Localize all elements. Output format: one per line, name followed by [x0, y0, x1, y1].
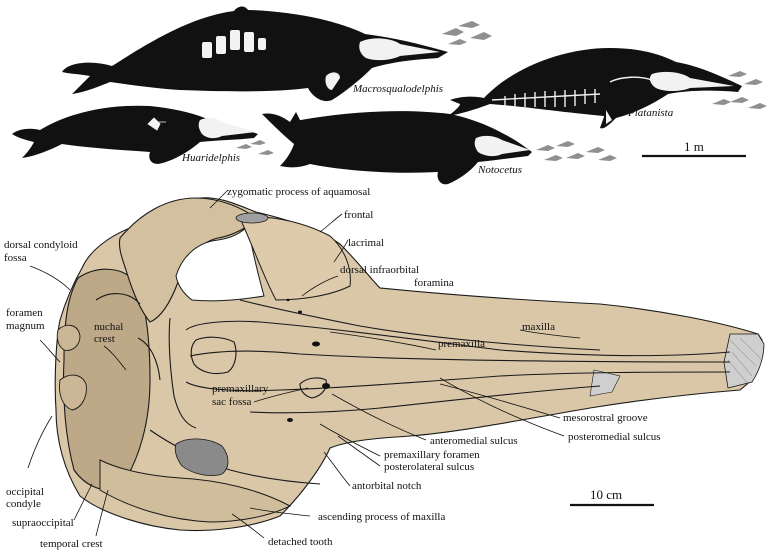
huaridelphis-silhouette	[12, 105, 258, 164]
label-platanista: Platanista	[627, 107, 674, 119]
label-dorsal-condyloid-1: dorsal condyloid	[4, 239, 78, 251]
label-occipital-1: occipital	[6, 486, 44, 498]
label-zygomatic: zygomatic process of aquamosal	[227, 186, 370, 198]
premaxilla-outline-lower	[185, 371, 731, 392]
label-temporal: temporal crest	[40, 538, 103, 550]
scale-bar-1m-label: 1 m	[684, 139, 704, 154]
label-antorbital: antorbital notch	[352, 480, 422, 492]
label-premaxillary-sac-1: premaxillary	[212, 383, 269, 395]
label-frontal: frontal	[344, 209, 373, 221]
notocetus-silhouette	[262, 111, 532, 185]
label-maxilla: maxilla	[522, 321, 555, 333]
foramina-dots	[286, 298, 330, 422]
frontal-lobe	[239, 216, 351, 301]
label-supraoccipital: supraoccipital	[12, 517, 74, 529]
label-occipital-2: condyle	[6, 498, 41, 510]
label-premaxilla: premaxilla	[438, 338, 485, 350]
label-dorsal-condyloid-2: fossa	[4, 252, 27, 264]
macrosqualodelphis-silhouette	[62, 6, 448, 102]
fish-school-platanista	[712, 71, 767, 109]
label-macrosqualodelphis: Macrosqualodelphis	[352, 83, 443, 95]
skull-panel: zygomatic process of aquamosal frontal l…	[4, 186, 765, 550]
scale-bar-10cm-label: 10 cm	[590, 487, 622, 502]
fish-school-huaridelphis	[236, 140, 274, 155]
scale-bar-1m: 1 m	[642, 139, 746, 158]
label-posteromedial: posteromedial sulcus	[568, 431, 661, 443]
label-foramen-magnum-2: magnum	[6, 320, 45, 332]
label-notocetus: Notocetus	[477, 164, 522, 176]
label-leaders	[27, 189, 581, 539]
label-premaxillary-foramen: premaxillary foramen	[384, 449, 480, 461]
frontal-cap	[235, 212, 269, 224]
label-foramen-magnum-1: foramen	[6, 307, 43, 319]
label-dorsal-infraorbital-2: foramina	[414, 277, 454, 289]
label-nuchal-2: crest	[94, 333, 115, 345]
rostrum-tip-reconstructed	[723, 333, 765, 389]
lower-orbit	[99, 459, 292, 523]
label-nuchal-1: nuchal	[94, 321, 123, 333]
occipital-condyle	[59, 374, 87, 411]
fish-school-macro	[442, 21, 492, 45]
temporal-fossa	[175, 224, 265, 302]
label-mesorostral: mesorostral groove	[563, 412, 648, 424]
scale-bar-10cm: 10 cm	[570, 487, 654, 507]
label-huaridelphis: Huaridelphis	[181, 152, 240, 164]
label-lacrimal: lacrimal	[348, 237, 384, 249]
platanista-silhouette	[448, 48, 742, 129]
reconstruction-panel: Macrosqualodelphis Platanista	[12, 6, 767, 185]
label-posterolateral: posterolateral sulcus	[384, 461, 474, 473]
label-anteromedial: anteromedial sulcus	[430, 435, 518, 447]
label-premaxillary-sac-2: sac fossa	[212, 396, 252, 408]
label-detached-tooth: detached tooth	[268, 536, 333, 548]
premaxilla-outline	[185, 320, 731, 357]
label-dorsal-infraorbital-1: dorsal infraorbital	[340, 264, 419, 276]
sac-fossa-cavity	[174, 438, 229, 476]
label-ascending: ascending process of maxilla	[318, 511, 445, 523]
fish-school-notocetus	[536, 141, 617, 161]
